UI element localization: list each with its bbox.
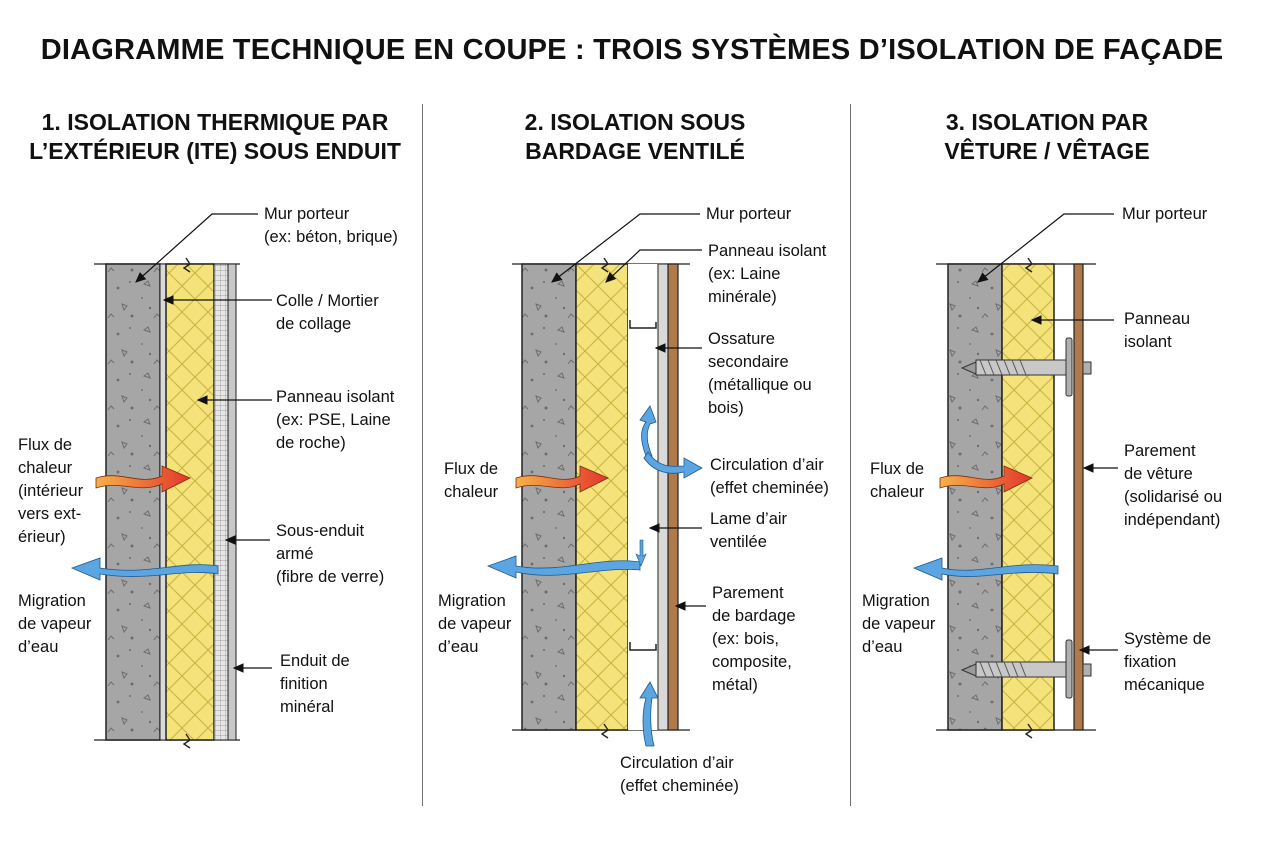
- s3-label-facing: Parement de vêture (solidarisé ou indépe…: [1124, 442, 1223, 529]
- s2-label-cladding: Parement de bardage (ex: bois, composite…: [712, 584, 796, 694]
- section-1-title: 1. ISOLATION THERMIQUE PAR L’EXTÉRIEUR (…: [29, 109, 401, 164]
- section-3-heat-flow-arrow: [939, 465, 1033, 493]
- section-2-heat-flow-arrow: [515, 465, 609, 493]
- section-2-air-circulation-arrow-up: [639, 405, 657, 457]
- s2-label-air-circulation-top: Circulation d’air (effet cheminée): [710, 456, 829, 497]
- section-3-vapor-arrow: [912, 557, 1059, 581]
- section-2-secondary-frame: [657, 263, 669, 731]
- s1-label-adhesive: Colle / Mortier de collage: [276, 292, 379, 333]
- section-3-facing-panel: [1073, 263, 1084, 731]
- section-1-adhesive-layer: [159, 263, 167, 741]
- section-3-insulation-panel: [1001, 263, 1055, 731]
- s2-label-air-circulation-bottom: Circulation d’air (effet cheminée): [620, 754, 739, 795]
- section-2-load-bearing-wall: [521, 263, 577, 731]
- s1-label-finish-render: Enduit de finition minéral: [280, 652, 350, 716]
- section-1-wall: [94, 257, 240, 749]
- section-3-mechanical-fixing-bottom: [960, 639, 1092, 699]
- section-3-load-bearing-wall: [947, 263, 1003, 731]
- page-title: DIAGRAMME TECHNIQUE EN COUPE : TROIS SYS…: [40, 34, 1224, 66]
- section-2-vapor-arrow: [486, 555, 641, 579]
- section-1-reinforced-render: [213, 263, 229, 741]
- section-divider-2: [850, 104, 851, 806]
- section-3-mechanical-fixing-top: [960, 337, 1092, 397]
- s1-label-insulation-panel: Panneau isolant (ex: PSE, Laine de roche…: [276, 388, 395, 452]
- s2-label-load-bearing-wall: Mur porteur: [706, 205, 792, 223]
- section-1-load-bearing-wall: [105, 263, 161, 741]
- section-1-insulation-panel: [165, 263, 215, 741]
- section-1-vapor-arrow: [70, 557, 219, 581]
- s2-label-secondary-frame: Ossature secondaire (métallique ou bois): [708, 330, 812, 417]
- section-3-title: 3. ISOLATION PAR VÊTURE / VÊTAGE: [944, 109, 1150, 164]
- s2-label-air-gap: Lame d’air ventilée: [710, 510, 788, 551]
- section-2-title: 2. ISOLATION SOUS BARDAGE VENTILÉ: [524, 109, 746, 164]
- s1-label-reinforced-render: Sous-enduit armé (fibre de verre): [276, 522, 385, 586]
- s2-label-insulation-panel: Panneau isolant (ex: Laine minérale): [708, 242, 827, 306]
- s3-label-insulation-panel: Panneau isolant: [1124, 310, 1191, 351]
- s3-label-load-bearing-wall: Mur porteur: [1122, 205, 1208, 223]
- section-1-heat-flow-arrow: [95, 465, 191, 493]
- s1-label-load-bearing-wall: Mur porteur (ex: béton, brique): [264, 205, 398, 246]
- s3-label-heat-flow: Flux de chaleur: [870, 460, 925, 501]
- section-1-finish-render: [227, 263, 237, 741]
- section-2-air-gap: [628, 264, 658, 730]
- s2-label-vapor-migration: Migration de vapeur d’eau: [438, 592, 512, 656]
- section-3-wall: [936, 257, 1096, 739]
- section-2-air-circulation-arrow-right: [643, 451, 703, 479]
- section-2-air-circulation-arrow-bottom: [639, 681, 659, 747]
- s1-label-heat-flow: Flux de chaleur (intérieur vers ext- éri…: [18, 436, 84, 546]
- section-divider-1: [422, 104, 423, 806]
- section-2-insulation-panel: [575, 263, 629, 731]
- section-2-wall: [512, 257, 690, 739]
- s3-label-vapor-migration: Migration de vapeur d’eau: [862, 592, 936, 656]
- s1-label-vapor-migration: Migration de vapeur d’eau: [18, 592, 92, 656]
- s3-label-mechanical-fixing: Système de fixation mécanique: [1124, 630, 1212, 694]
- section-2-cladding: [667, 263, 679, 731]
- s2-label-heat-flow: Flux de chaleur: [444, 460, 499, 501]
